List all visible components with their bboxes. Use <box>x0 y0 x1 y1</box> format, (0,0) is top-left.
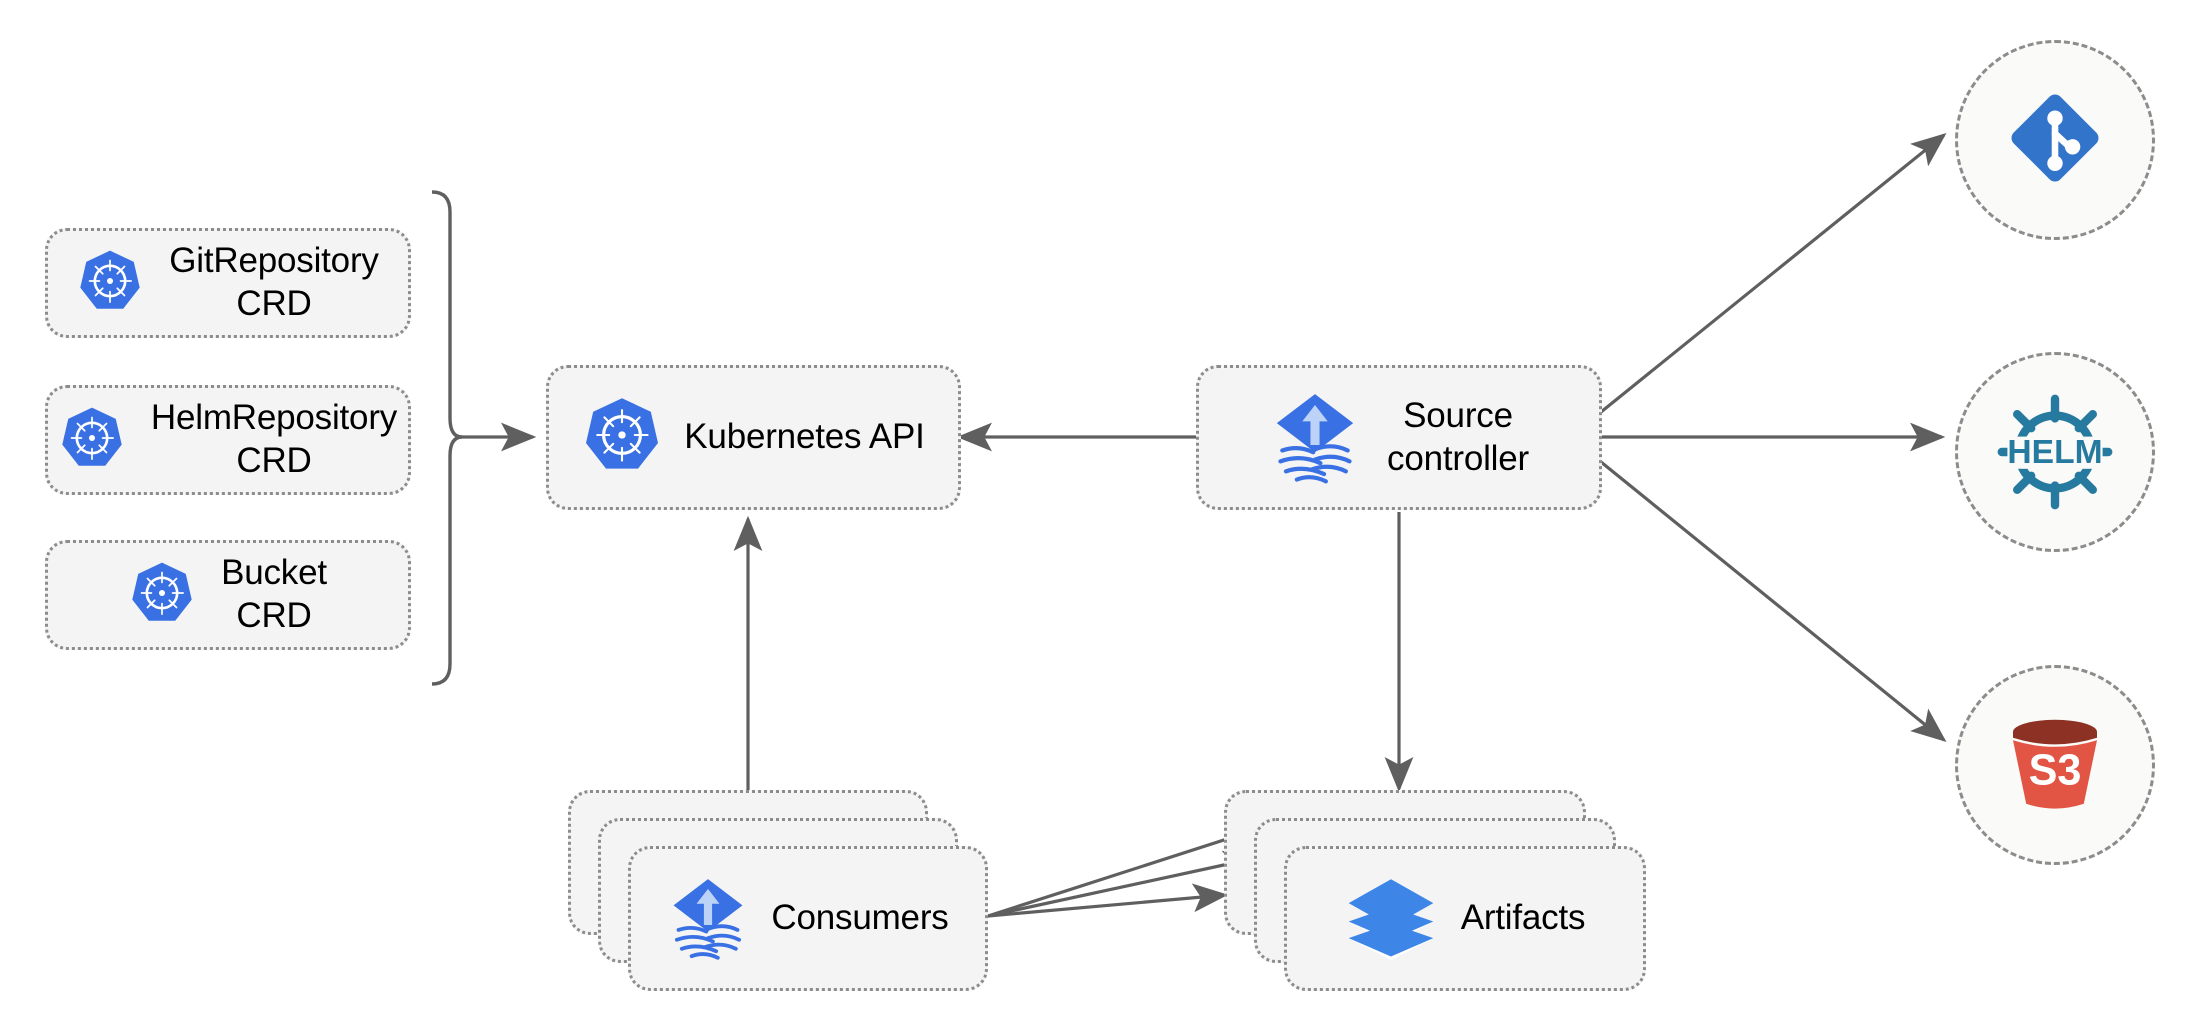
edge-source-to-git <box>1599 132 1947 414</box>
layers-icon <box>1345 870 1437 967</box>
s3-icon: S3 <box>1995 703 2115 828</box>
flux-icon <box>1269 385 1361 490</box>
s3-label: S3 <box>2029 746 2082 794</box>
flux-icon <box>667 870 749 967</box>
kubernetes-icon <box>77 248 143 319</box>
helm-label: HELM <box>2007 434 2102 471</box>
node-label: Source controller <box>1387 395 1529 478</box>
git-icon <box>2000 83 2110 198</box>
node-label: Consumers <box>771 898 949 938</box>
node-label: Bucket CRD <box>221 553 327 635</box>
node-helmrepository-crd[interactable]: HelmRepository CRD <box>45 385 411 495</box>
crd-bracket <box>431 190 463 686</box>
node-label: GitRepository CRD <box>169 241 379 323</box>
node-gitrepository-crd[interactable]: GitRepository CRD <box>45 228 411 338</box>
node-consumers[interactable]: Consumers <box>628 846 988 991</box>
node-source-controller[interactable]: Source controller <box>1196 365 1602 510</box>
kubernetes-icon <box>129 560 195 631</box>
helm-icon: HELM <box>1985 382 2125 522</box>
kubernetes-icon <box>59 405 125 476</box>
edge-consumers-to-artifacts-2 <box>987 850 1260 918</box>
edge-consumers-to-artifacts-3 <box>987 883 1229 918</box>
node-kubernetes-api[interactable]: Kubernetes API <box>546 365 961 510</box>
node-bucket-crd[interactable]: Bucket CRD <box>45 540 411 650</box>
node-label: Artifacts <box>1460 898 1586 938</box>
node-s3-backend[interactable]: S3 <box>1955 665 2155 865</box>
node-artifacts[interactable]: Artifacts <box>1284 846 1646 991</box>
node-label: Kubernetes API <box>684 417 925 457</box>
edge-source-to-s3 <box>1599 460 1947 743</box>
node-label: HelmRepository CRD <box>150 398 398 480</box>
node-helm-backend[interactable]: HELM <box>1955 352 2155 552</box>
node-git-backend[interactable] <box>1955 40 2155 240</box>
kubernetes-icon <box>582 395 662 480</box>
